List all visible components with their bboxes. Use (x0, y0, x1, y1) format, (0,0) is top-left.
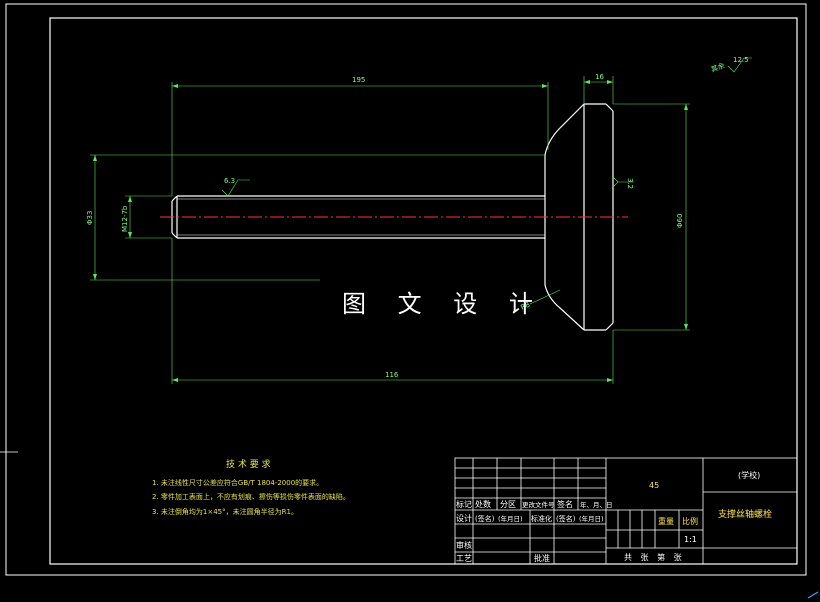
watermark-text: 图 文 设 计 (342, 290, 545, 318)
tb-material: 45 (649, 481, 659, 490)
tb-school: (学校) (738, 470, 760, 480)
dim-head-thickness: 16 (595, 73, 604, 81)
corner-mark (807, 591, 819, 599)
tech-note-2: 2. 零件加工表面上，不应有划痕、擦伤等损伤零件表面的缺陷。 (152, 492, 350, 501)
tech-notes-title: 技 术 要 求 (226, 458, 271, 470)
bolt-outline (171, 103, 614, 331)
inner-frame (49, 17, 798, 565)
dim-fillet: R8 (519, 301, 531, 312)
roughness-shank: 6.3 (224, 177, 235, 185)
dim-head-diameter: Φ60 (676, 214, 684, 228)
tb-scale-value: 1:1 (684, 535, 697, 544)
tb-scale-label: 比例 (682, 516, 698, 526)
tb-design-3: 标准化 (531, 514, 552, 523)
tb-header-5: 年、月、日 (580, 500, 613, 509)
tb-design-2: (年月日) (498, 514, 523, 523)
tb-header-1: 处数 (475, 499, 491, 509)
dim-shank-length: 195 (352, 76, 365, 84)
tb-process: 工艺 (456, 554, 472, 563)
roughness-corner-label: 其余 (710, 61, 726, 74)
roughness-corner-value: 12.5 (733, 56, 749, 64)
tb-header-4: 签名 (557, 499, 573, 509)
tb-design-0: 设计 (456, 513, 472, 523)
tb-design-5: (年月日) (579, 514, 604, 523)
tb-header-0: 标记 (456, 499, 472, 509)
roughness-head: 3.2 (626, 178, 634, 189)
tb-design-4: (签名) (556, 514, 576, 523)
tb-header-2: 分区 (500, 500, 516, 509)
title-block-grid (454, 457, 798, 565)
tb-design-1: (签名) (475, 514, 495, 523)
dim-thread: M12-7b (121, 205, 129, 232)
tech-note-1: 1. 未注线性尺寸公差应符合GB/T 1804-2000的要求。 (152, 478, 323, 487)
dimension-arrows (93, 80, 688, 382)
tb-audit: 审核 (456, 540, 472, 550)
tech-note-3: 3. 未注倒角均为1×45°，未注圆角半径为R1。 (152, 507, 298, 516)
dim-total-length: 116 (385, 371, 399, 379)
outer-frame (5, 3, 807, 576)
tb-header-3: 更改文件号 (522, 500, 555, 509)
tb-weight-label: 重量 (658, 516, 674, 526)
dim-body-diameter: Φ33 (86, 211, 94, 225)
tb-sheets: 共 张 第 张 (624, 552, 685, 562)
tb-part-name: 支撑丝轴螺栓 (718, 508, 772, 520)
dimension-lines (90, 57, 752, 384)
tb-approve: 批准 (534, 553, 550, 563)
